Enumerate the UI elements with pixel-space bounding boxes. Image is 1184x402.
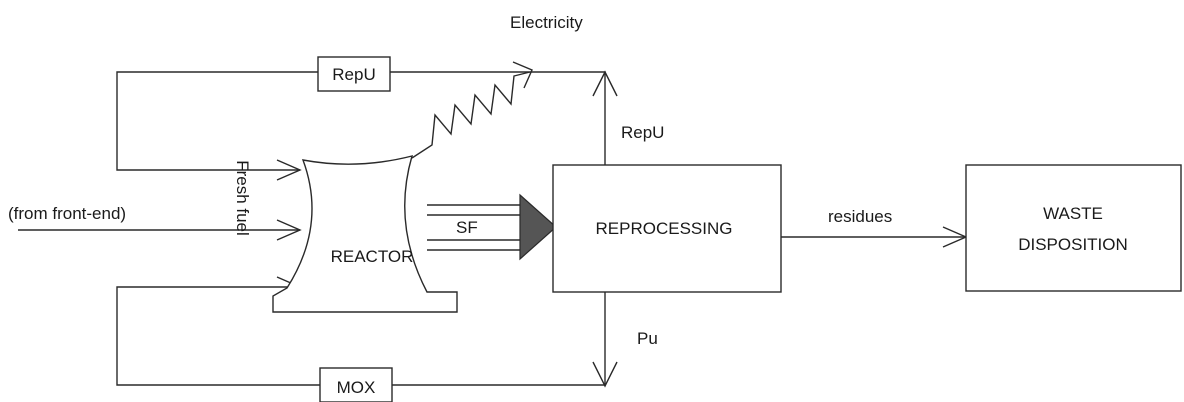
waste-label-line1: WASTE <box>1043 204 1103 223</box>
fresh-fuel-label: Fresh fuel <box>233 160 252 236</box>
reactor-shape <box>273 156 457 312</box>
residues-label: residues <box>828 207 892 226</box>
mox-box-label: MOX <box>337 378 376 397</box>
from-front-end-label: (from front-end) <box>8 204 126 223</box>
waste-label-line2: DISPOSITION <box>1018 235 1128 254</box>
reprocessing-label: REPROCESSING <box>596 219 733 238</box>
reactor-label: REACTOR <box>331 247 414 266</box>
sf-label: SF <box>456 218 478 237</box>
pu-label: Pu <box>637 329 658 348</box>
repu-arrow-label: RepU <box>621 123 664 142</box>
waste-disposition-box <box>966 165 1181 291</box>
electricity-label: Electricity <box>510 13 583 32</box>
repu-box-label: RepU <box>332 65 375 84</box>
electricity-zigzag <box>412 72 530 158</box>
sf-arrowhead <box>520 195 556 259</box>
